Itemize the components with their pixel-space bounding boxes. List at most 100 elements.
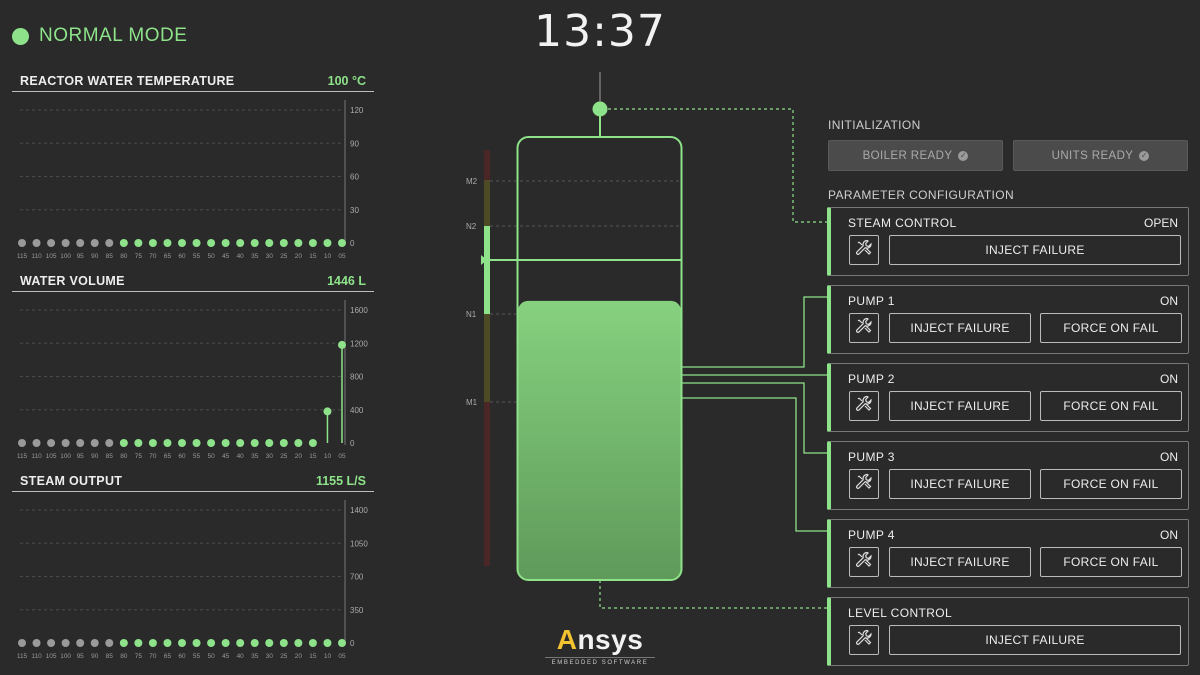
y-tick-label: 1600 <box>350 306 368 315</box>
force-on-fail-button[interactable]: FORCE ON FAIL <box>1040 313 1182 343</box>
x-tick-label: 95 <box>77 253 85 260</box>
x-tick-label: 85 <box>106 453 114 460</box>
check-icon: ✓ <box>958 150 969 161</box>
x-tick-label: 110 <box>31 653 42 660</box>
x-tick-label: 70 <box>149 253 157 260</box>
y-tick-label: 400 <box>350 406 364 415</box>
data-point <box>250 639 259 647</box>
y-tick-label: 1050 <box>350 539 368 548</box>
card-status: ON <box>1160 450 1178 464</box>
inject-failure-button[interactable]: INJECT FAILURE <box>889 313 1031 343</box>
configure-button[interactable] <box>849 547 879 577</box>
card-title: PUMP 2 <box>848 372 895 386</box>
x-tick-label: 65 <box>164 653 172 660</box>
data-point <box>61 439 70 447</box>
configure-button[interactable] <box>849 313 879 343</box>
x-tick-label: 110 <box>31 453 42 460</box>
data-point <box>207 439 216 447</box>
inject-failure-button[interactable]: INJECT FAILURE <box>889 391 1031 421</box>
x-tick-label: 75 <box>135 253 143 260</box>
x-tick-label: 05 <box>338 653 346 660</box>
data-point <box>105 639 114 647</box>
data-point <box>90 239 99 247</box>
data-point <box>308 239 317 247</box>
data-point <box>105 439 114 447</box>
x-tick-label: 35 <box>251 253 259 260</box>
data-point <box>119 639 128 647</box>
data-point <box>148 239 157 247</box>
data-point <box>308 639 317 647</box>
configure-button[interactable] <box>849 625 879 655</box>
data-point <box>18 239 26 247</box>
x-tick-label: 40 <box>237 253 245 260</box>
x-tick-label: 10 <box>324 653 332 660</box>
inject-failure-button[interactable]: INJECT FAILURE <box>889 235 1181 265</box>
configure-button[interactable] <box>849 391 879 421</box>
x-tick-label: 80 <box>120 253 128 260</box>
data-point <box>323 239 332 247</box>
card-level-control: LEVEL CONTROL INJECT FAILURE <box>827 597 1189 666</box>
inject-failure-button[interactable]: INJECT FAILURE <box>889 625 1181 655</box>
button-label: UNITS READY <box>1051 149 1134 162</box>
card-status: ON <box>1160 294 1178 308</box>
data-point <box>32 639 41 647</box>
force-on-fail-button[interactable]: FORCE ON FAIL <box>1040 391 1182 421</box>
card-pump-2: PUMP 2 ON INJECT FAILURE FORCE ON FAIL <box>827 363 1189 432</box>
water-fill <box>518 300 681 579</box>
x-tick-label: 35 <box>251 453 259 460</box>
configure-button[interactable] <box>849 469 879 499</box>
card-status: ON <box>1160 372 1178 386</box>
configure-button[interactable] <box>849 235 879 265</box>
data-point <box>265 239 274 247</box>
data-point <box>61 639 70 647</box>
level-label-m1: M1 <box>466 398 478 407</box>
chart-current-value: 1155 L/S <box>315 474 366 488</box>
x-tick-label: 35 <box>251 653 259 660</box>
x-tick-label: 95 <box>77 453 85 460</box>
x-tick-label: 65 <box>164 453 172 460</box>
check-icon: ✓ <box>1139 150 1150 161</box>
x-tick-label: 65 <box>164 253 172 260</box>
mode-indicator: NORMAL MODE <box>12 25 187 47</box>
wrench-icon <box>854 316 874 341</box>
boiler-ready-button[interactable]: BOILER READY ✓ <box>828 140 1003 171</box>
x-tick-label: 45 <box>222 653 230 660</box>
data-point <box>294 439 303 447</box>
data-point <box>134 439 143 447</box>
x-tick-label: 75 <box>135 653 143 660</box>
force-on-fail-button[interactable]: FORCE ON FAIL <box>1040 547 1182 577</box>
wrench-icon <box>854 238 874 263</box>
data-point <box>61 239 70 247</box>
data-point <box>163 239 172 247</box>
data-point <box>32 239 41 247</box>
data-point <box>134 639 143 647</box>
card-title: STEAM CONTROL <box>848 216 957 230</box>
data-point <box>207 239 216 247</box>
x-tick-label: 30 <box>266 653 274 660</box>
units-ready-button[interactable]: UNITS READY ✓ <box>1013 140 1188 171</box>
level-label-n2: N2 <box>466 222 477 231</box>
data-point <box>236 239 245 247</box>
chart-title: WATER VOLUME <box>20 274 125 288</box>
chart-current-value: 1446 L <box>327 274 366 288</box>
steam-sensor-icon <box>592 101 608 117</box>
inject-failure-button[interactable]: INJECT FAILURE <box>889 547 1031 577</box>
card-title: LEVEL CONTROL <box>848 606 953 620</box>
inject-failure-button[interactable]: INJECT FAILURE <box>889 469 1031 499</box>
logo-rest: nsys <box>577 624 644 655</box>
data-point <box>76 639 85 647</box>
y-tick-label: 700 <box>350 573 364 582</box>
data-point <box>148 639 157 647</box>
chart-header: REACTOR WATER TEMPERATURE 100 °C <box>12 72 374 92</box>
force-on-fail-button[interactable]: FORCE ON FAIL <box>1040 469 1182 499</box>
x-tick-label: 115 <box>17 253 28 260</box>
y-tick-label: 1400 <box>350 506 368 515</box>
data-point <box>221 439 230 447</box>
data-point <box>221 239 230 247</box>
data-point <box>76 239 85 247</box>
x-tick-label: 55 <box>193 253 201 260</box>
x-tick-label: 25 <box>280 653 288 660</box>
data-point <box>119 439 128 447</box>
